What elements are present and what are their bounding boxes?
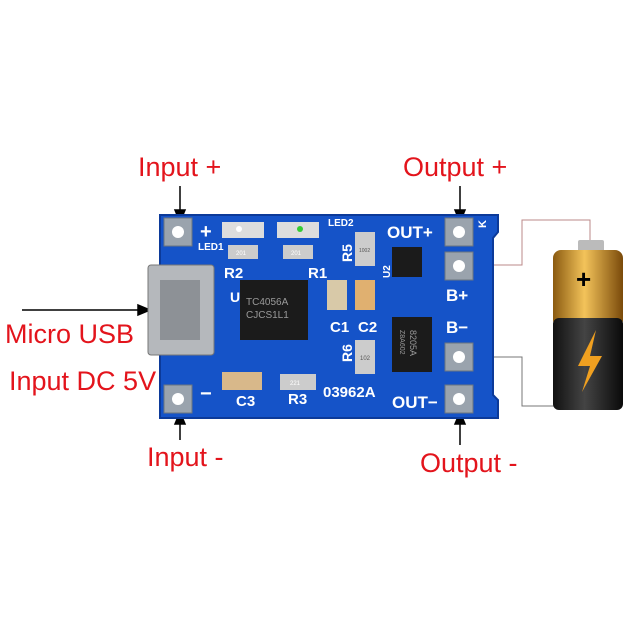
silk-out-plus: OUT+ (387, 223, 433, 242)
silk-out-minus: OUT− (392, 393, 438, 412)
r5-code: 1002 (359, 248, 370, 254)
silk-b-minus: B− (446, 318, 468, 337)
label-input-plus: Input + (138, 152, 222, 182)
silk-c1: C1 (330, 319, 349, 336)
silk-r6: R6 (339, 344, 355, 362)
silk-plus: + (200, 221, 212, 243)
r3-code: 221 (290, 381, 301, 387)
r6-code: 102 (360, 356, 371, 362)
label-output-plus: Output + (403, 152, 508, 182)
label-micro-usb: Micro USB (5, 319, 135, 349)
silk-u2: U2 (382, 265, 393, 278)
r1-code: 201 (291, 251, 302, 257)
battery-positive-wire (470, 219, 591, 266)
ic1-marking-1: TC4056A (246, 297, 289, 308)
silk-r5: R5 (339, 244, 355, 262)
label-input-minus: Input - (147, 442, 224, 472)
silk-r3: R3 (288, 391, 307, 408)
r2-code: 201 (236, 251, 247, 257)
ic2-marking-2: Z8A602 (398, 330, 405, 355)
silk-b-plus: B+ (446, 286, 468, 305)
silk-r1: R1 (308, 265, 327, 282)
silk-minus: − (200, 383, 212, 405)
pcb-board: + − LED1 LED2 R2 R1 R3 R5 R6 C1 C2 C3 U … (147, 214, 499, 419)
label-output-minus: Output - (420, 448, 518, 478)
silk-u1: U (230, 289, 240, 305)
silk-led1: LED1 (198, 242, 224, 253)
silk-r2: R2 (224, 265, 243, 282)
ic2-marking-1: 8205A (408, 330, 418, 356)
silk-k: K (477, 220, 489, 228)
silk-c2: C2 (358, 319, 377, 336)
battery-icon: + (553, 240, 623, 410)
board-id: 03962A (323, 384, 376, 401)
label-input-dc: Input DC 5V (9, 366, 157, 396)
battery-plus-icon: + (576, 264, 591, 294)
lightning-icon (578, 330, 602, 392)
ic1-marking-2: CJCS1L1 (246, 310, 289, 321)
silk-led2: LED2 (328, 218, 354, 229)
silk-c3: C3 (236, 393, 255, 410)
